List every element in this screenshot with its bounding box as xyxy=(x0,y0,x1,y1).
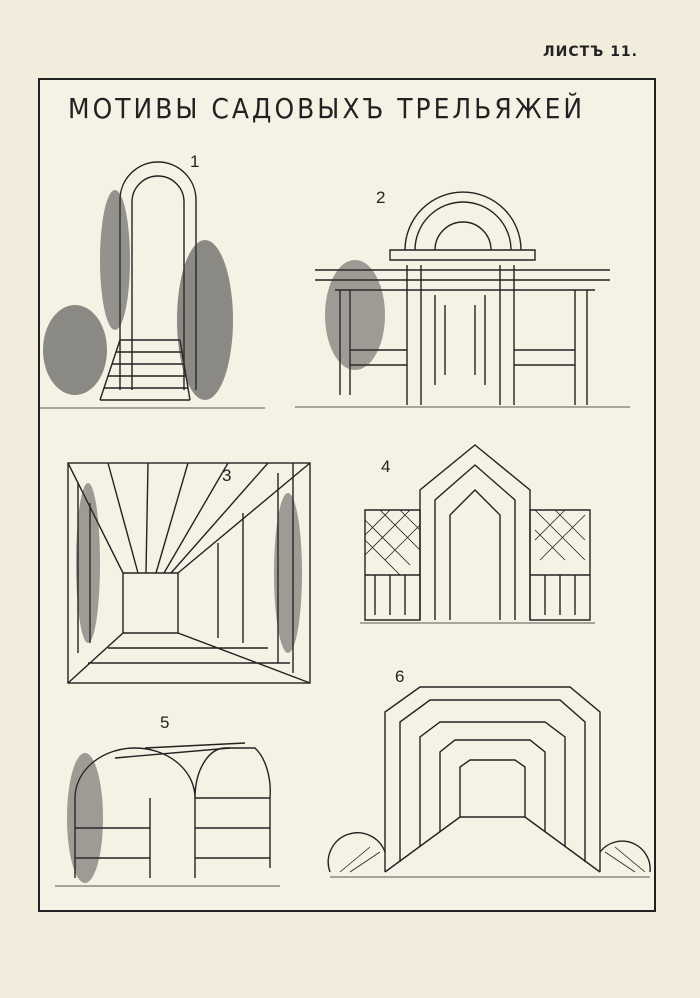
figure-number-3: 3 xyxy=(222,466,232,485)
plate-title: МОТИВЫ САДОВЫХЪ ТРЕЛЬЯЖЕЙ xyxy=(68,92,586,125)
figure-number-1: 1 xyxy=(190,152,200,171)
plate-frame xyxy=(38,78,656,912)
illustration-arched-tunnel xyxy=(55,742,280,887)
figure-number-6: 6 xyxy=(395,667,405,686)
illustration-pergola xyxy=(295,191,630,408)
illustration-lattice-gateway xyxy=(360,444,595,624)
figure-number-4: 4 xyxy=(381,457,391,476)
sheet-number: ЛИСТЪ 11. xyxy=(543,44,638,60)
illustration-trellis-tunnel xyxy=(327,686,651,878)
illustration-covered-walk xyxy=(67,462,311,684)
figure-number-5: 5 xyxy=(160,713,170,732)
illustration-arch-with-stairs xyxy=(40,161,265,409)
figure-number-2: 2 xyxy=(376,188,386,207)
